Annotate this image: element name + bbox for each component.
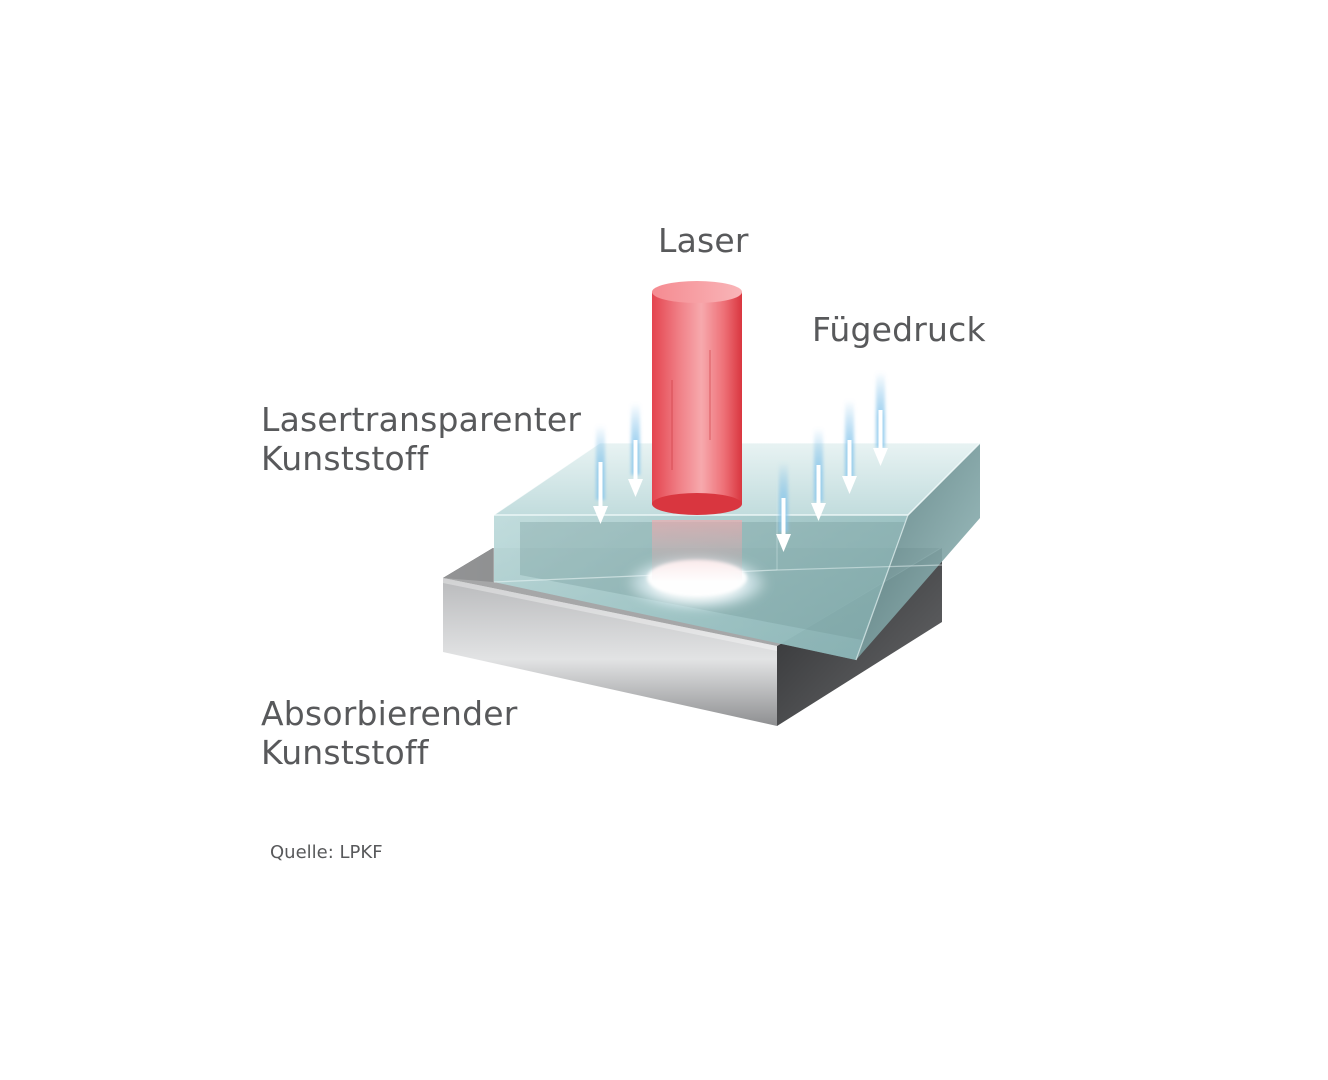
pressure-arrow-icon	[873, 372, 888, 466]
absorbing-plastic-label: Absorbierender Kunststoff	[261, 694, 518, 772]
pressure-arrow-icon	[628, 403, 643, 497]
absorbing-plastic-label-line2: Kunststoff	[261, 733, 429, 772]
joining-pressure-label: Fügedruck	[812, 310, 986, 349]
laser-beam-icon	[652, 281, 742, 515]
transparent-plastic-label-line1: Lasertransparenter	[261, 400, 582, 439]
laser-label: Laser	[658, 221, 749, 260]
absorbing-plastic-label-line1: Absorbierender	[261, 694, 518, 733]
transparent-plastic-label: Lasertransparenter Kunststoff	[261, 400, 581, 478]
pressure-arrow-icon	[842, 400, 857, 494]
pressure-arrow-icon	[811, 428, 826, 521]
pressure-arrow-icon	[776, 462, 791, 552]
transparent-plastic-label-line2: Kunststoff	[261, 439, 429, 478]
pressure-arrow-icon	[593, 425, 608, 524]
pressure-arrows	[593, 372, 888, 552]
weld-spot-icon	[625, 520, 769, 611]
source-caption: Quelle: LPKF	[270, 842, 383, 863]
